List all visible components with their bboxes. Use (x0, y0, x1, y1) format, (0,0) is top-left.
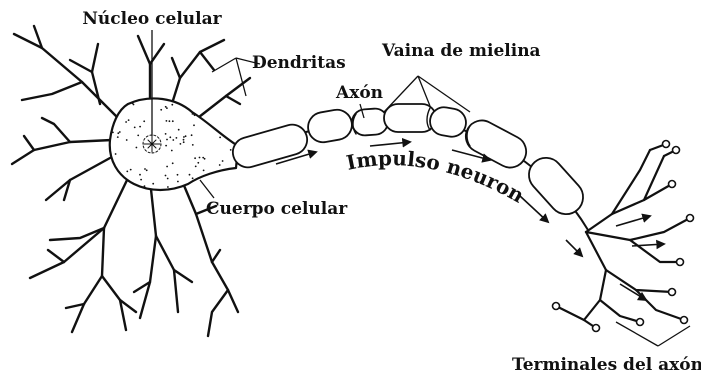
cytoplasm-dot (136, 147, 138, 149)
cytoplasm-dot (119, 131, 121, 133)
cytoplasm-dot (195, 166, 197, 168)
cytoplasm-dot (171, 104, 173, 106)
cytoplasm-dot (117, 132, 119, 134)
cell-body (110, 98, 238, 190)
cytoplasm-dot (183, 136, 185, 138)
cytoplasm-dot (169, 136, 171, 138)
cytoplasm-dot (202, 157, 204, 159)
cytoplasm-dot (193, 124, 195, 126)
cytoplasm-dot (177, 181, 179, 183)
cytoplasm-dot (166, 166, 168, 168)
terminal-buttons (553, 141, 694, 332)
cytoplasm-dot (219, 164, 221, 166)
cytoplasm-dot (144, 168, 146, 170)
label-cell-body: Cuerpo celular (206, 199, 348, 219)
cytoplasm-dot (176, 137, 178, 139)
cytoplasm-dot (197, 162, 199, 164)
cytoplasm-dot (192, 144, 194, 146)
cytoplasm-dot (115, 153, 117, 155)
cytoplasm-dot (189, 174, 191, 176)
cytoplasm-dot (168, 188, 170, 190)
label-dendrites: Dendritas (252, 53, 346, 73)
label-nucleus: Núcleo celular (82, 9, 222, 29)
axon-terminals (556, 144, 690, 328)
cytoplasm-dot (128, 119, 130, 121)
cytoplasm-dot (203, 170, 205, 172)
cytoplasm-dot (125, 121, 127, 123)
cytoplasm-dot (130, 169, 132, 171)
cytoplasm-dot (194, 157, 196, 159)
cytoplasm-dot (183, 141, 185, 143)
cytoplasm-dot (192, 113, 194, 115)
cytoplasm-dot (144, 185, 146, 187)
cytoplasm-dot (152, 183, 154, 185)
cytoplasm-dot (117, 136, 119, 138)
cytoplasm-dot (177, 174, 179, 176)
cytoplasm-dot (165, 145, 167, 147)
cytoplasm-dot (191, 134, 193, 136)
cytoplasm-dot (194, 114, 196, 116)
cytoplasm-dot (183, 139, 185, 141)
cytoplasm-dot (169, 120, 171, 122)
cytoplasm-dot (222, 160, 224, 162)
cytoplasm-dot (219, 137, 221, 139)
cytoplasm-dot (199, 157, 201, 159)
cytoplasm-dot (139, 126, 141, 128)
cytoplasm-dot (166, 139, 168, 141)
cytoplasm-dot (165, 133, 167, 135)
cytoplasm-dot (172, 162, 174, 164)
label-myelin-sheath: Vaina de mielina (381, 41, 541, 61)
cytoplasm-dot (178, 129, 180, 131)
cytoplasm-dot (146, 169, 148, 171)
cytoplasm-dot (160, 109, 162, 111)
cytoplasm-dot (172, 120, 174, 122)
cytoplasm-dot (172, 139, 174, 141)
cytoplasm-dot (143, 120, 145, 122)
label-axon: Axón (335, 83, 383, 103)
cytoplasm-dot (112, 132, 114, 134)
cytoplasm-dot (165, 175, 167, 177)
cytoplasm-dot (140, 179, 142, 181)
label-axon-terminals: Terminales del axón (512, 355, 701, 375)
label-impulse-path: Impulso neuronal (0, 0, 529, 208)
cytoplasm-dot (171, 150, 173, 152)
cytoplasm-dot (192, 177, 194, 179)
cytoplasm-dot (166, 120, 168, 122)
cytoplasm-dot (167, 186, 169, 188)
cytoplasm-dot (167, 178, 169, 180)
cytoplasm-dot (126, 139, 128, 141)
label-impulse: Impulso neuronal (0, 0, 529, 208)
cytoplasm-dot (132, 103, 134, 105)
cytoplasm-dot (165, 106, 167, 108)
cytoplasm-dot (134, 127, 136, 129)
cytoplasm-dot (204, 158, 206, 160)
cytoplasm-dot (137, 135, 139, 137)
cytoplasm-dot (185, 135, 187, 137)
cytoplasm-dot (180, 143, 182, 145)
cytoplasm-dot (126, 171, 128, 173)
cytoplasm-dot (139, 174, 141, 176)
cytoplasm-dot (230, 149, 232, 151)
